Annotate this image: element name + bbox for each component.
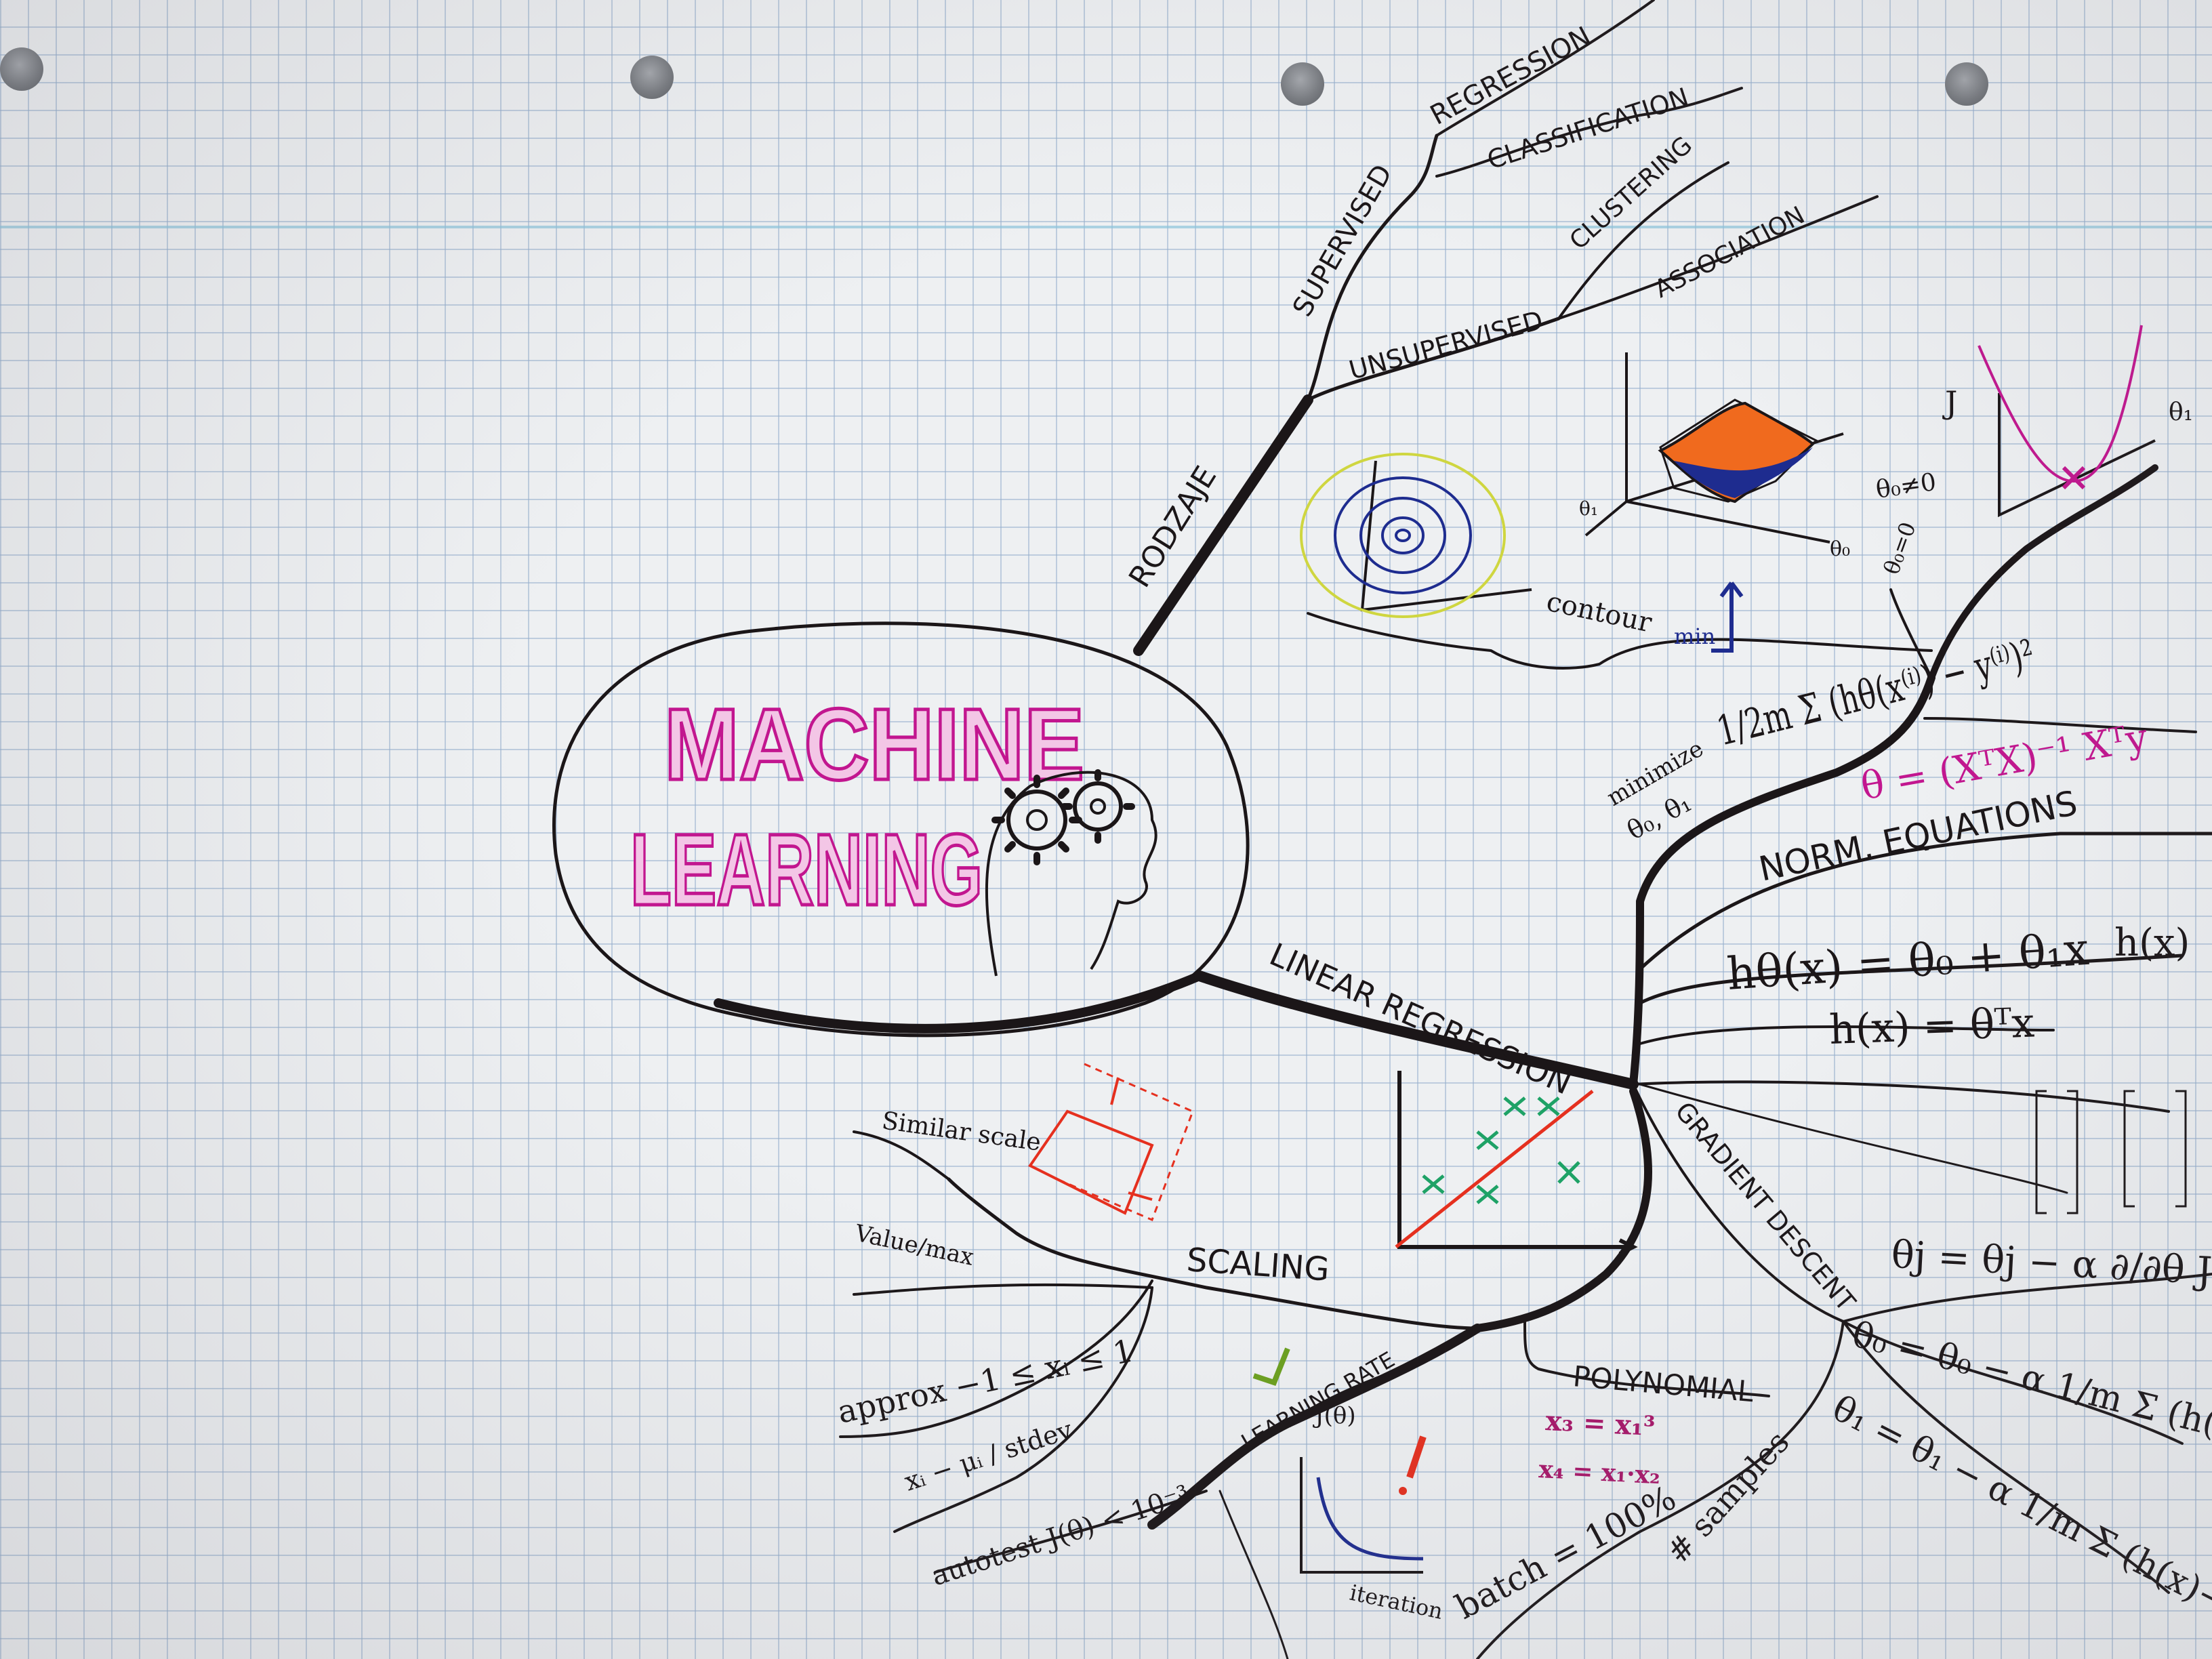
- punch-hole: [0, 47, 43, 91]
- note-minimize: minimize: [1603, 735, 1708, 812]
- label-linear-regression: LINEAR REGRESSION: [1265, 936, 1577, 1102]
- punch-hole: [1281, 62, 1324, 106]
- note-samples: # samples: [1659, 1424, 1797, 1571]
- note-theta0-axis: θ₀: [1830, 537, 1850, 561]
- linear-regression-scatter-diagram: [1395, 1071, 1638, 1256]
- note-theta0-eq0: θ₀=0: [1879, 518, 1921, 577]
- note-j-label: J: [1942, 384, 1957, 421]
- note-autotest: autotest J(θ) < 10⁻³: [928, 1479, 1193, 1592]
- note-approx: approx −1 ≤ xᵢ ≤ 1: [834, 1332, 1136, 1431]
- branch-lines: [552, 0, 2212, 1659]
- note-hx: h(x): [2114, 921, 2190, 965]
- note-min: min: [1674, 623, 1715, 649]
- label-rodzaje: RODZAJE: [1122, 460, 1223, 594]
- label-polynomial: POLYNOMIAL: [1572, 1359, 1755, 1408]
- note-theta0-ne0: θ₀≠0: [1875, 468, 1938, 504]
- contour-plot-diagram: [1300, 453, 1532, 618]
- label-learning-rate: LEARNING RATE: [1237, 1347, 1399, 1455]
- note-poly-x3: x₃ = x₁³: [1544, 1405, 1656, 1442]
- vector-brackets-diagram: [2035, 1090, 2187, 1214]
- margin-line: [0, 226, 2212, 228]
- head-with-gears-icon: [985, 769, 1158, 977]
- note-j-theta: J(θ): [1313, 1402, 1356, 1429]
- center-title: MACHINE LEARNING: [629, 686, 1086, 928]
- label-unsupervised: UNSUPERVISED: [1346, 305, 1546, 386]
- cost-surface-3d-diagram: [1584, 352, 1844, 653]
- note-iteration: iteration: [1347, 1580, 1445, 1624]
- note-gd-rule: θj = θj − α ∂/∂θ J(θ): [1890, 1233, 2212, 1296]
- note-theta1-label: θ₁: [2169, 398, 2193, 426]
- cost-parabola-diagram: [1978, 325, 2156, 518]
- note-theta1-axis: θ₁: [1579, 497, 1598, 520]
- note-hypothesis: hθ(x) = θ₀ + θ₁x: [1725, 923, 2091, 1000]
- note-hypothesis-vector: h(x) = θᵀx: [1828, 999, 2035, 1054]
- note-contour: contour: [1544, 586, 1655, 639]
- learning-rate-plot-diagram: [1252, 1347, 1427, 1574]
- note-value-max: Value/max: [852, 1219, 976, 1271]
- title-learning: LEARNING: [630, 813, 983, 926]
- label-gradient-descent: GRADIENT DESCENT: [1669, 1097, 1862, 1317]
- title-machine: MACHINE: [664, 687, 1084, 801]
- note-cost-function: 1/2m Σ (hθ(x⁽ⁱ⁾) − y⁽ⁱ⁾)²: [1713, 631, 2040, 756]
- punch-hole: [630, 56, 674, 99]
- label-scaling: SCALING: [1185, 1241, 1330, 1289]
- label-regression: REGRESSION: [1425, 21, 1596, 131]
- punch-hole: [1945, 62, 1988, 106]
- note-batch: batch = 100%: [1449, 1478, 1682, 1627]
- label-association: ASSOCIATION: [1650, 201, 1809, 304]
- note-poly-x4: x₄ = x₁·x₂: [1538, 1455, 1661, 1490]
- scaling-box-diagram: [1028, 1063, 1194, 1221]
- label-supervised: SUPERVISED: [1287, 159, 1399, 322]
